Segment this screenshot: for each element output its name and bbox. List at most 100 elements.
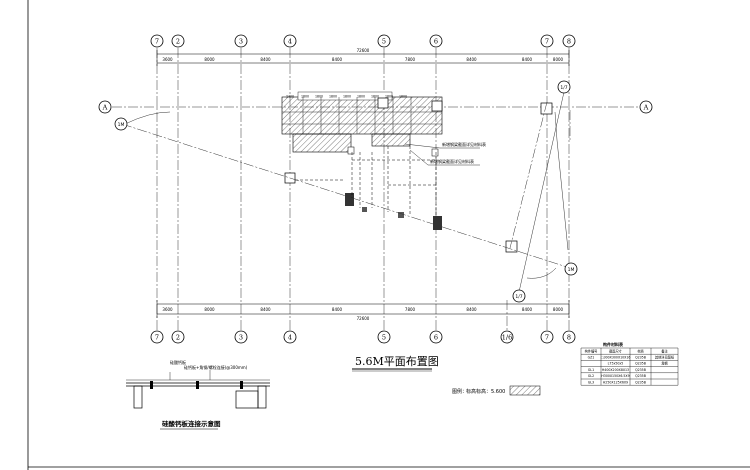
svg-text:1/7: 1/7 bbox=[515, 294, 522, 300]
elevation-label: 标高标高：5.600 bbox=[466, 388, 505, 395]
svg-text:4: 4 bbox=[288, 37, 292, 45]
axis-a-bubble-left: A bbox=[98, 100, 112, 114]
table-cell: 构件编号 bbox=[585, 348, 598, 353]
structure-dim: 1800 bbox=[343, 95, 351, 99]
columns bbox=[284, 97, 553, 253]
table-cell: Q235B bbox=[635, 380, 646, 384]
svg-text:2: 2 bbox=[176, 37, 180, 45]
svg-text:8: 8 bbox=[567, 37, 571, 45]
svg-text:2: 2 bbox=[176, 333, 180, 341]
dimension-value: 7800 bbox=[405, 57, 416, 62]
table-cell: H300X150X6.5X9 bbox=[601, 374, 629, 378]
svg-text:7: 7 bbox=[545, 333, 549, 341]
dimension-value: 8400 bbox=[522, 307, 533, 312]
vertical-grid-lines bbox=[156, 48, 570, 330]
grid-bubbles-bottom: 7 2 3 4 5 6 1/6 7 8 bbox=[150, 330, 576, 344]
detail-note-1: 硅酸钙板 bbox=[170, 359, 186, 365]
svg-text:7: 7 bbox=[545, 37, 549, 45]
svg-text:A: A bbox=[643, 104, 649, 112]
grid-bubble: 8 bbox=[562, 34, 576, 48]
table-title: 构件材料表 bbox=[603, 341, 623, 347]
svg-text:8: 8 bbox=[567, 333, 571, 341]
column-small bbox=[431, 148, 439, 157]
table-cell: Q235B bbox=[635, 374, 646, 378]
dashed-beams bbox=[295, 146, 437, 216]
svg-text:7: 7 bbox=[155, 37, 159, 45]
svg-text:5: 5 bbox=[382, 333, 386, 341]
structure-dim: 1800 bbox=[399, 95, 407, 99]
dimension-value: 8400 bbox=[260, 307, 271, 312]
grid-bubble: 2 bbox=[171, 330, 185, 344]
table-cell: GZ1 bbox=[588, 356, 595, 360]
drawing-title: 5.6M平面布置图 bbox=[355, 355, 439, 368]
table-cell: GL2 bbox=[588, 374, 594, 378]
grid-bubble: 6 bbox=[429, 330, 443, 344]
svg-text:A: A bbox=[102, 104, 108, 112]
detail-title: 硅酸钙板连接示意图 bbox=[162, 419, 221, 428]
table-header-row: 构件编号截面尺寸材质备注 bbox=[585, 348, 669, 353]
table-row: GZ1 □300X300X10X16 Q235B 其他详见图纸 bbox=[588, 355, 675, 360]
table-cell: H400X200X8X13 bbox=[602, 368, 629, 372]
column-box bbox=[431, 100, 443, 112]
structure-dim: 2400 bbox=[286, 95, 294, 99]
structure-dim: 1800 bbox=[315, 95, 323, 99]
table-cell: Q235B bbox=[635, 356, 646, 360]
grid-bubble: 1/6 bbox=[500, 330, 514, 344]
table-cell: L75x50x5 bbox=[608, 362, 624, 366]
slab-beams bbox=[282, 97, 442, 134]
axis-1m-bubble-right: 1M bbox=[564, 262, 578, 276]
axis-1-7-bubble-top: 1/7 bbox=[557, 80, 571, 94]
grid-bubble: 6 bbox=[429, 34, 443, 48]
top-dimension-lines bbox=[156, 50, 570, 66]
legend-label: 图例： bbox=[452, 388, 467, 395]
svg-text:1/6: 1/6 bbox=[502, 333, 512, 341]
grid-bubble: 5 bbox=[377, 330, 391, 344]
svg-text:1/7: 1/7 bbox=[560, 85, 567, 91]
grid-bubble: 3 bbox=[234, 34, 248, 48]
dimension-value: 3600 bbox=[162, 57, 173, 62]
column-filled bbox=[345, 193, 354, 206]
connection-detail bbox=[126, 370, 270, 409]
grid-bubbles-top: 7 2 3 4 5 6 7 8 bbox=[150, 34, 576, 48]
structure-dim: 1800 bbox=[385, 95, 393, 99]
table-row: GL2 H300X150X6.5X9 Q235B bbox=[588, 374, 646, 378]
grid-bubble: 3 bbox=[234, 330, 248, 344]
grid-bubble: 7 bbox=[150, 330, 164, 344]
grid-bubble: 7 bbox=[540, 330, 554, 344]
table-cell: 备注 bbox=[661, 348, 668, 353]
dimension-value: 8000 bbox=[553, 57, 564, 62]
table-cell: GL3 bbox=[588, 380, 594, 384]
structure-dim: 1800 bbox=[301, 95, 309, 99]
grid-bubble: 4 bbox=[283, 330, 297, 344]
svg-text:6: 6 bbox=[434, 37, 438, 45]
grid-bubble: 5 bbox=[377, 34, 391, 48]
dimension-value: 8400 bbox=[332, 307, 343, 312]
svg-text:7: 7 bbox=[155, 333, 159, 341]
table-cell: □300X300X10X16 bbox=[601, 356, 631, 360]
overall-dim-bottom: 72600 bbox=[357, 316, 370, 321]
column-small bbox=[398, 212, 404, 218]
dimension-value: 8000 bbox=[553, 307, 564, 312]
column-small bbox=[347, 146, 355, 155]
dimension-value: 8000 bbox=[204, 57, 215, 62]
legend-hatch-swatch bbox=[509, 385, 541, 396]
dimension-value: 8400 bbox=[466, 57, 477, 62]
table-cell: 其他详见图纸 bbox=[655, 355, 675, 360]
dimension-value: 8000 bbox=[204, 307, 215, 312]
structure-dim: 1800 bbox=[371, 95, 379, 99]
column-box bbox=[377, 97, 389, 109]
grid-bubble: 4 bbox=[283, 34, 297, 48]
dimension-value: 8400 bbox=[260, 57, 271, 62]
table-cell: GL1 bbox=[588, 368, 594, 372]
svg-text:3: 3 bbox=[239, 333, 243, 341]
dimension-value: 3600 bbox=[162, 307, 173, 312]
svg-text:1M: 1M bbox=[568, 267, 575, 273]
grid-bubble: 7 bbox=[150, 34, 164, 48]
dimension-value: 8400 bbox=[522, 57, 533, 62]
annotation-1: 新增钢梁截面详见材料表 bbox=[442, 141, 486, 147]
